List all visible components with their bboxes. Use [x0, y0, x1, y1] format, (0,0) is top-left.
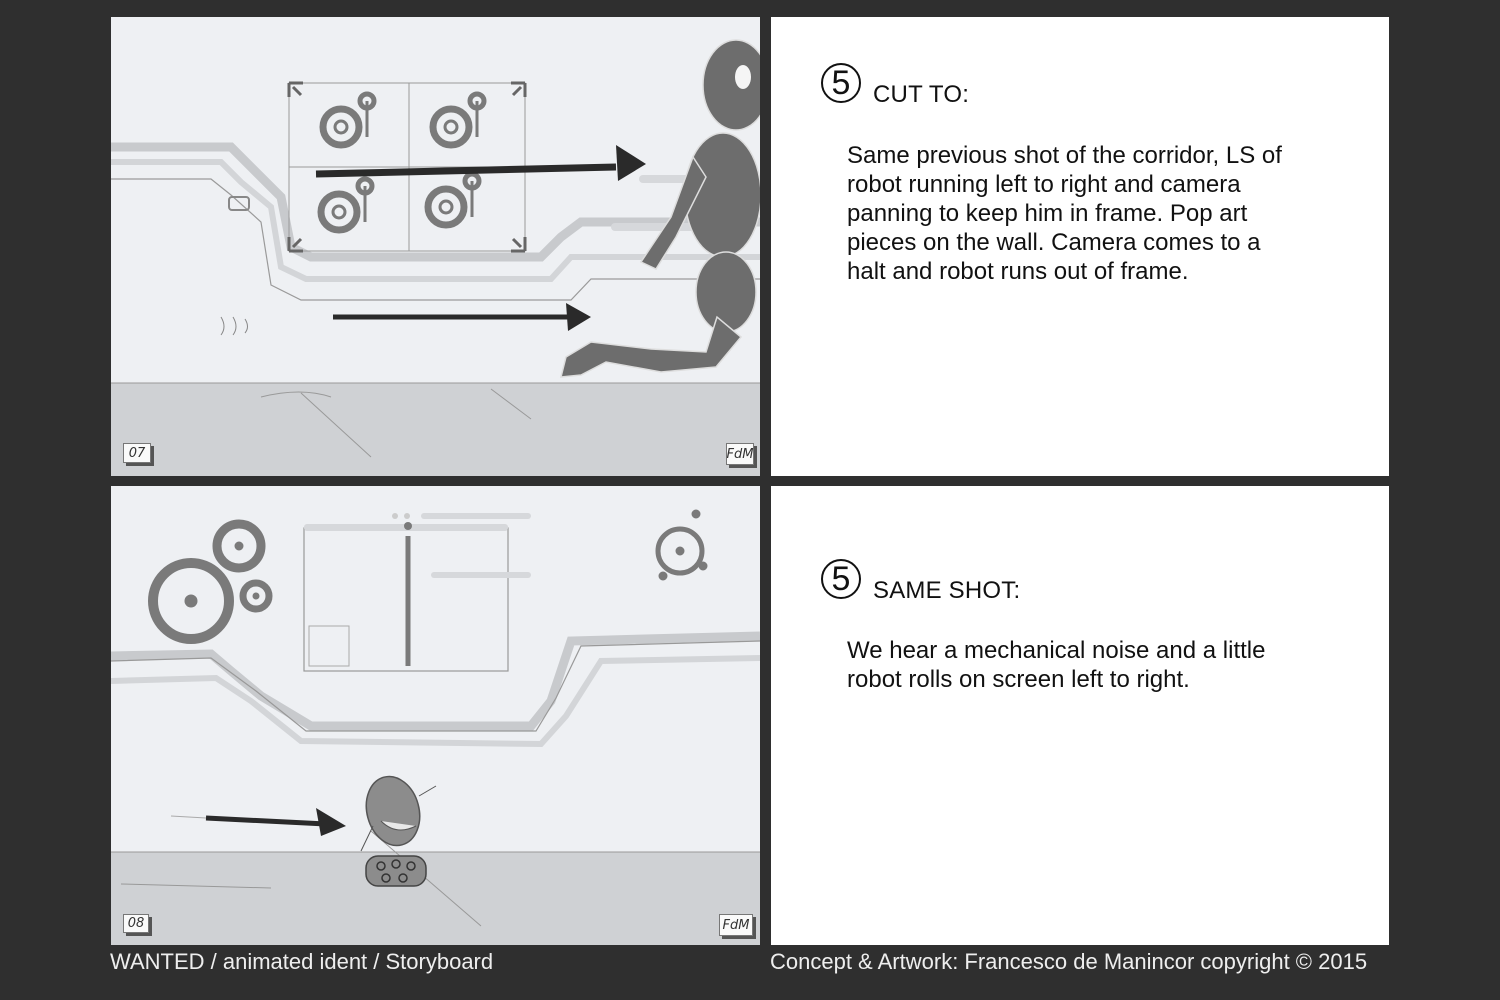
copyright-caption: Concept & Artwork: Francesco de Manincor…	[770, 949, 1368, 974]
description-line: pieces on the wall. Camera comes to a	[847, 229, 1261, 256]
description-line: Same previous shot of the corridor, LS o…	[847, 142, 1282, 169]
description-line: robot running left to right and camera	[847, 171, 1241, 198]
description-line: halt and robot runs out of frame.	[847, 258, 1189, 285]
artist-signature-tag: FdM	[719, 914, 753, 936]
frame-number-tag: 08	[123, 914, 149, 933]
shot-number-circle: 5	[821, 63, 861, 103]
shot-description: Same previous shot of the corridor, LS o…	[847, 141, 1367, 286]
shot-title: CUT TO:	[873, 81, 970, 108]
panel-2-description-card: 5 SAME SHOT: We hear a mechanical noise …	[771, 486, 1389, 945]
panel-2-illustration: 08 FdM	[111, 486, 760, 945]
project-caption: WANTED / animated ident / Storyboard	[110, 949, 494, 974]
shot-heading: 5 CUT TO:	[821, 63, 969, 108]
shot-number-circle: 5	[821, 559, 861, 599]
panel-1-description-card: 5 CUT TO: Same previous shot of the corr…	[771, 17, 1389, 476]
description-line: We hear a mechanical noise and a little	[847, 637, 1266, 664]
robot-running-sketch	[111, 39, 760, 476]
artist-signature-tag: FdM	[726, 443, 754, 465]
description-line: panning to keep him in frame. Pop art	[847, 200, 1248, 227]
shot-title: SAME SHOT:	[873, 577, 1021, 604]
description-line: robot rolls on screen left to right.	[847, 666, 1190, 693]
frame-number-tag: 07	[123, 443, 151, 463]
shot-description: We hear a mechanical noise and a little …	[847, 636, 1367, 694]
shot-heading: 5 SAME SHOT:	[821, 559, 1020, 604]
little-robot-rolling-sketch	[111, 509, 760, 945]
panel-1-illustration: 07 FdM	[111, 17, 760, 476]
